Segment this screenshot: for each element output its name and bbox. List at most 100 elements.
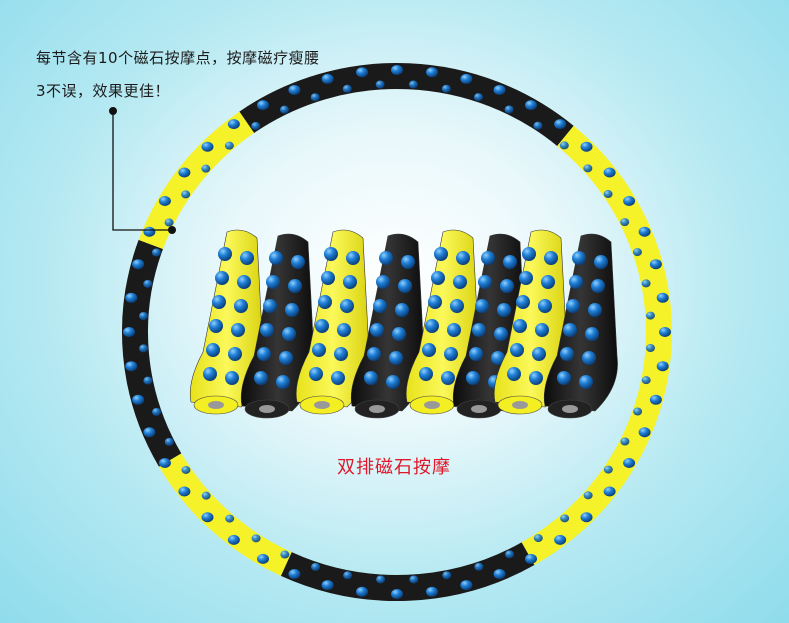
segment-magnet-bump xyxy=(386,375,400,389)
hoop-massage-bump xyxy=(649,394,662,405)
segment-connector xyxy=(369,405,385,413)
segment-magnet-bump xyxy=(500,279,514,293)
hoop-massage-bump xyxy=(645,344,655,353)
caption-line-2: 3不误，效果更佳！ xyxy=(36,82,171,100)
hoop-massage-bump xyxy=(442,571,452,580)
segment-magnet-bump xyxy=(231,323,245,337)
segment-magnet-bump xyxy=(529,371,543,385)
hoop-massage-bump xyxy=(659,327,671,337)
hoop-massage-bump xyxy=(425,67,438,78)
hoop-massage-bump xyxy=(641,279,651,288)
hoop-massage-bump xyxy=(125,292,138,303)
hoop-massage-bump xyxy=(143,427,156,438)
hoop-massage-bump xyxy=(441,84,451,93)
hoop-band-black xyxy=(239,63,574,146)
hoop-massage-bump xyxy=(460,73,473,84)
hoop-massage-bump xyxy=(152,407,162,416)
segment-magnet-bump xyxy=(541,275,555,289)
segment-magnet-bump xyxy=(276,375,290,389)
hoop-massage-bump xyxy=(356,586,369,597)
segment-magnet-bump xyxy=(563,323,577,337)
hoop-massage-bump xyxy=(257,100,269,111)
hoop-massage-bump xyxy=(132,394,145,405)
segment-magnet-bump xyxy=(585,327,599,341)
hoop-massage-bump xyxy=(178,486,191,497)
hoop-massage-bump xyxy=(201,164,211,173)
segment-connector xyxy=(208,401,224,409)
segment-magnet-bump xyxy=(582,351,596,365)
hoop-segment-yellow xyxy=(295,229,370,415)
hoop-segment-black xyxy=(350,233,425,419)
segment-magnet-bump xyxy=(419,367,433,381)
segment-magnet-bump xyxy=(285,303,299,317)
hoop-massage-bump xyxy=(375,80,385,89)
hoop-massage-bump xyxy=(603,486,616,497)
segment-magnet-bump xyxy=(263,299,277,313)
segment-magnet-bump xyxy=(535,323,549,337)
segment-magnet-bump xyxy=(569,275,583,289)
hula-hoop-ring xyxy=(122,63,672,601)
segment-magnet-bump xyxy=(444,347,458,361)
hoop-massage-bump xyxy=(603,465,613,474)
segment-magnet-bump xyxy=(594,255,608,269)
segment-magnet-bump xyxy=(450,299,464,313)
segment-magnet-bump xyxy=(522,247,536,261)
segment-magnet-bump xyxy=(337,323,351,337)
hoop-massage-bump xyxy=(123,327,135,337)
hoop-massage-bump xyxy=(505,550,515,559)
hoop-massage-bump xyxy=(633,407,643,416)
segment-magnet-bump xyxy=(346,251,360,265)
segment-magnet-bump xyxy=(212,295,226,309)
hoop-massage-bump xyxy=(632,248,642,257)
segment-magnet-bump xyxy=(331,371,345,385)
segment-magnet-bump xyxy=(254,371,268,385)
segment-magnet-bump xyxy=(478,275,492,289)
segment-magnet-bump xyxy=(422,343,436,357)
hoop-massage-bump xyxy=(649,259,662,270)
hoop-massage-bump xyxy=(227,119,240,130)
segment-magnet-bump xyxy=(494,327,508,341)
segment-magnet-bump xyxy=(370,323,384,337)
segment-magnet-bump xyxy=(340,299,354,313)
segment-magnet-bump xyxy=(503,255,517,269)
hoop-massage-bump xyxy=(525,100,537,111)
hoop-massage-bump xyxy=(391,65,403,75)
hoop-massage-bump xyxy=(460,580,473,591)
segment-connector xyxy=(424,401,440,409)
hoop-segments-group xyxy=(189,229,618,419)
segment-magnet-bump xyxy=(240,251,254,265)
hoop-massage-bump xyxy=(645,311,655,320)
segment-magnet-bump xyxy=(516,295,530,309)
hoop-massage-bump xyxy=(473,93,483,102)
segment-magnet-bump xyxy=(269,251,283,265)
segment-magnet-bump xyxy=(441,371,455,385)
segment-magnet-bump xyxy=(379,251,393,265)
segment-magnet-bump xyxy=(475,299,489,313)
segment-magnet-bump xyxy=(389,351,403,365)
hoop-massage-bump xyxy=(603,190,613,199)
segment-magnet-bump xyxy=(376,275,390,289)
hoop-massage-bump xyxy=(178,167,191,178)
segment-magnet-bump xyxy=(572,251,586,265)
segment-magnet-bump xyxy=(324,247,338,261)
segment-magnet-bump xyxy=(481,251,495,265)
hoop-band-yellow xyxy=(521,125,672,566)
segment-magnet-bump xyxy=(266,275,280,289)
segment-magnet-bump xyxy=(428,295,442,309)
hoop-massage-bump xyxy=(493,569,506,580)
segment-magnet-bump xyxy=(401,255,415,269)
hoop-massage-bump xyxy=(583,164,593,173)
segment-magnet-bump xyxy=(218,247,232,261)
hoop-segment-black xyxy=(240,233,315,419)
segment-magnet-bump xyxy=(343,275,357,289)
hoop-massage-bump xyxy=(143,279,153,288)
hoop-massage-bump xyxy=(554,534,567,545)
hoop-massage-bump xyxy=(638,226,651,237)
hoop-massage-bump xyxy=(504,105,514,114)
segment-magnet-bump xyxy=(237,275,251,289)
hoop-segment-yellow xyxy=(189,229,264,415)
segment-magnet-bump xyxy=(318,295,332,309)
hoop-massage-bump xyxy=(409,575,419,584)
segment-magnet-bump xyxy=(367,347,381,361)
